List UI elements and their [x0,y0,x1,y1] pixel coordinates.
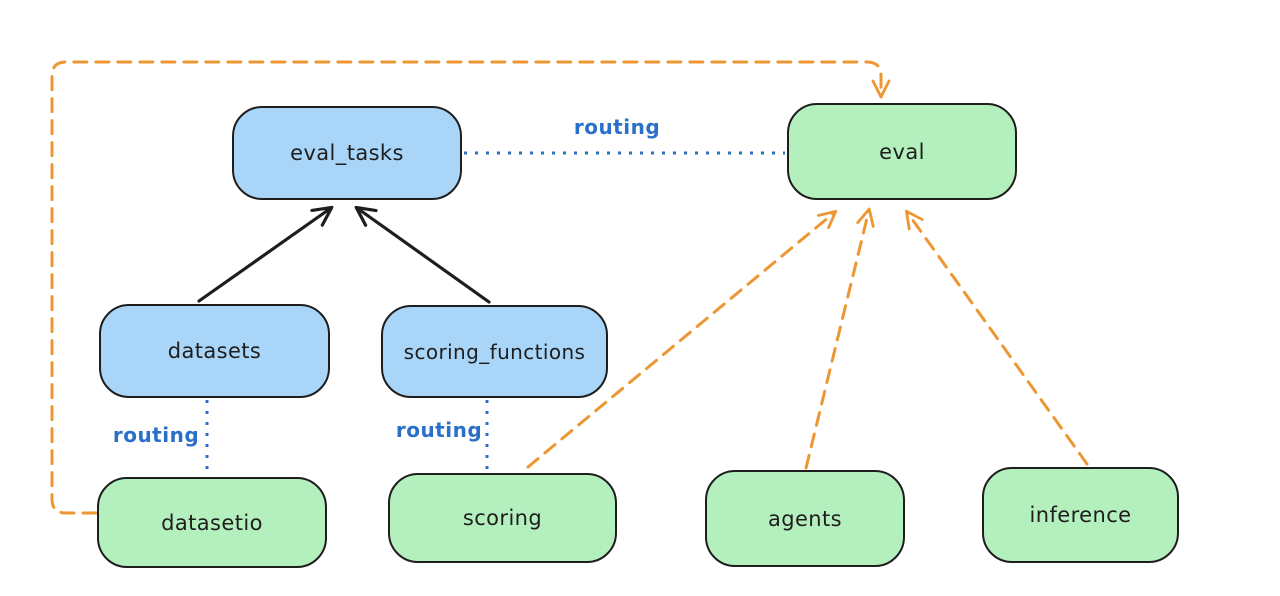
node-label: datasetio [161,510,263,535]
node-eval: eval [787,103,1017,200]
routing-label-eval: routing [573,115,661,139]
node-label: scoring [462,506,543,530]
node-label: eval_tasks [290,141,404,165]
node-agents: agents [705,470,905,567]
routing-label-datasetio: routing [112,423,200,447]
node-label: agents [767,506,842,531]
node-datasetio: datasetio [97,477,327,568]
routing-label-scoring: routing [395,418,483,442]
edge-scoring-to-eval [526,209,838,469]
node-label: scoring_functions [403,339,586,364]
node-inference: inference [982,467,1179,563]
node-label: inference [1029,503,1132,527]
node-eval_tasks: eval_tasks [232,106,462,200]
edge-inference-to-eval [905,209,1089,466]
node-label: datasets [167,339,262,363]
edge-agents-to-eval [804,207,875,470]
edge-scoring_functions-to-eval_tasks [354,205,491,304]
node-scoring_functions: scoring_functions [381,305,608,398]
node-scoring: scoring [388,473,617,563]
edge-datasetio-to-eval [50,60,891,515]
node-label: eval [879,139,925,164]
edge-datasets-to-eval_tasks [197,205,334,303]
node-datasets: datasets [99,304,330,398]
